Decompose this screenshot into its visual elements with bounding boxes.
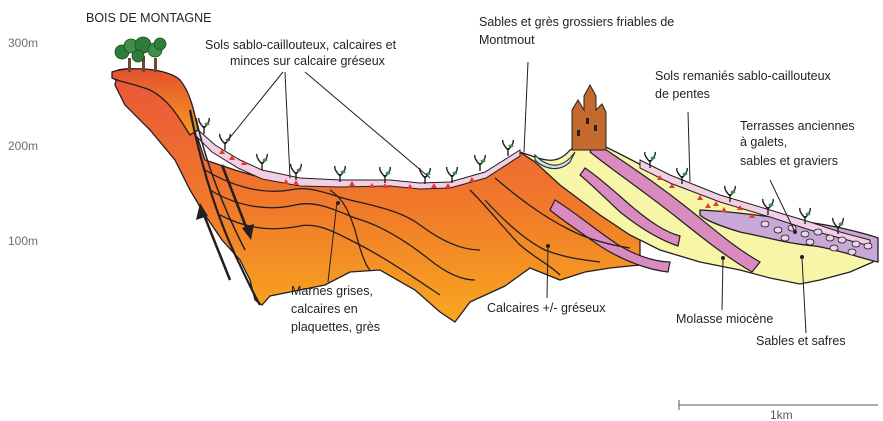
galet-mark [806,239,814,245]
galet-mark [801,231,809,237]
altitude-300m: 300m [8,36,38,50]
label-marnes: Marnes grises, calcaires en plaquettes, … [291,284,380,334]
label-calcaires: Calcaires +/- gréseux [487,301,606,315]
leader-dot-calcaires [546,244,550,248]
galet-mark [826,235,834,241]
label-sols-sablo: Sols sablo-caillouteux, calcaires et min… [205,38,400,68]
galet-mark [848,249,856,255]
vine-icon [475,155,486,171]
galet-mark [830,245,838,251]
leader-sols-3 [305,72,430,178]
trees-icon [115,37,166,72]
label-molasse: Molasse miocène [676,312,773,326]
leader-dot-terrasses [793,230,797,234]
galet-mark [761,221,769,227]
castle-icon [572,85,606,150]
label-terrasses: Terrasses anciennes à galets, sables et … [740,119,858,168]
label-sables-safres: Sables et safres [756,334,846,348]
label-sables-gres: Sables et grès grossiers friables de Mon… [479,15,678,47]
galet-mark [838,237,846,243]
leader-sols-1 [228,72,283,140]
vine-icon [220,134,231,150]
galet-mark [864,243,872,249]
scale-label: 1km [770,408,793,421]
leader-sables-gres [524,62,528,152]
galet-mark [774,227,782,233]
leader-dot-sables-safres [800,255,804,259]
leader-sols-2 [285,72,290,178]
title-bois-de-montagne: BOIS DE MONTAGNE [86,11,211,25]
calcaires-body [115,69,640,322]
galet-mark [852,241,860,247]
label-sols-remanies: Sols remaniés sablo-caillouteux de pente… [655,69,834,101]
galet-mark [814,229,822,235]
altitude-100m: 100m [8,234,38,248]
leader-sols-remanies [688,112,690,182]
galet-mark [781,235,789,241]
altitude-200m: 200m [8,139,38,153]
leader-dot-marnes [336,201,340,205]
leader-dot-molasse [721,256,725,260]
vine-icon [503,140,514,156]
vine-icon [257,154,268,170]
